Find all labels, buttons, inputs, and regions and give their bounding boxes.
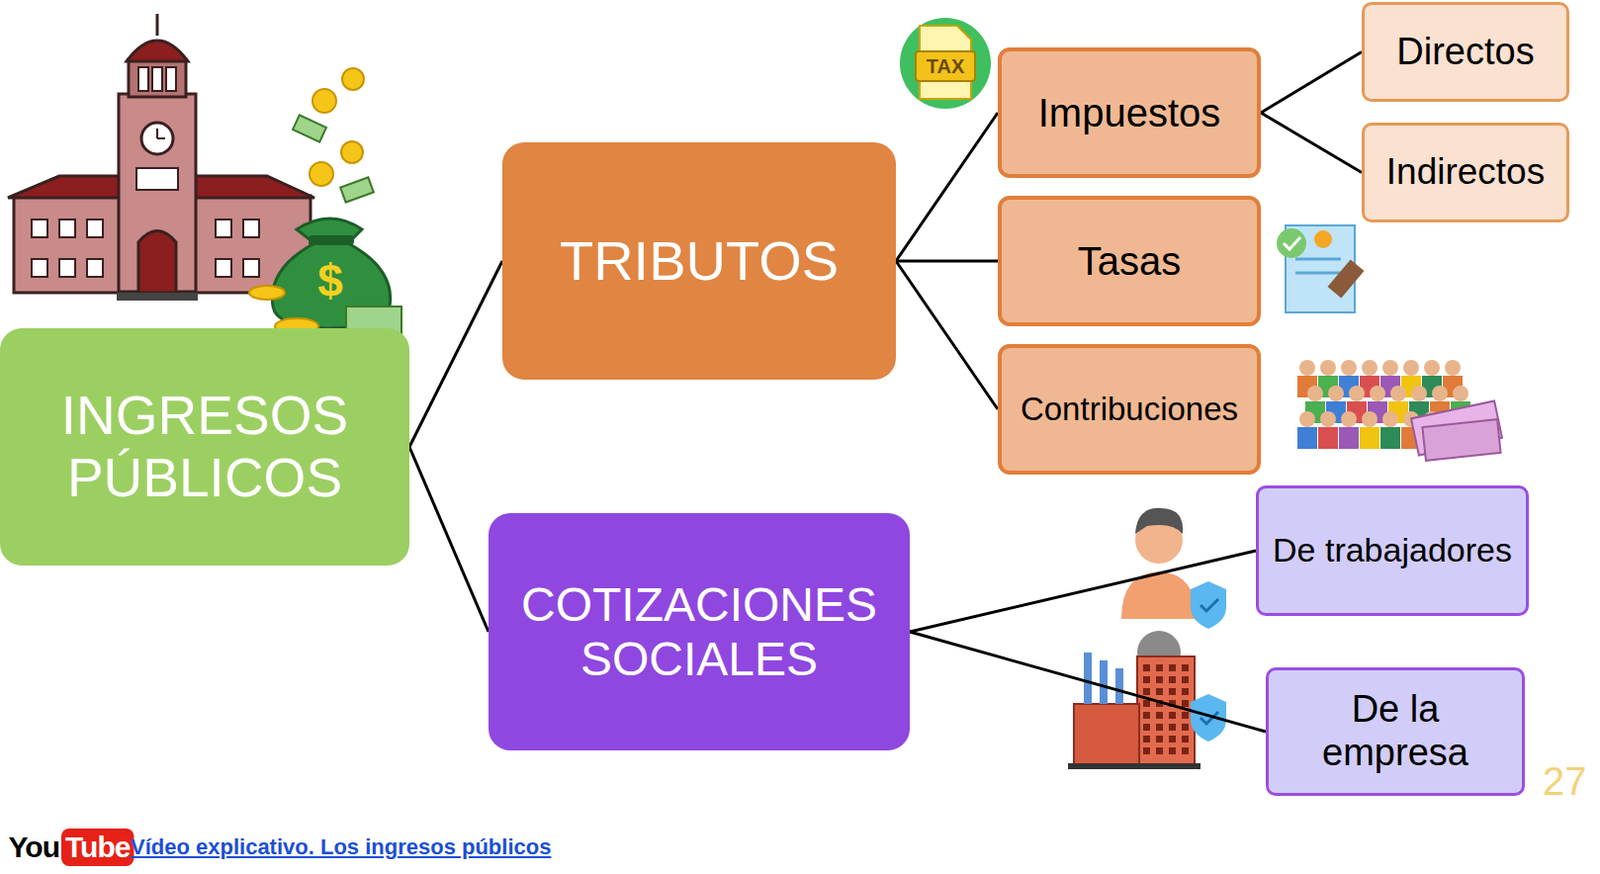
category-box: TRIBUTOS [502,142,896,380]
document-stamp-icon [1276,225,1364,313]
page-number: 27 [1542,759,1588,804]
leaf-box: De trabajadores [1255,485,1529,617]
node-text: Impuestos [1038,89,1222,136]
connector-line [1260,52,1362,114]
youtube-logo-box [61,828,134,867]
town-hall-icon [7,13,315,301]
crowd-banknotes-icon [1297,359,1503,461]
node-text: Directos [1396,30,1534,75]
leaf-box: Indirectos [1361,122,1570,223]
connector-line [1260,112,1362,174]
sub-box: Impuestos [997,47,1261,178]
youtube-you: You [8,830,60,865]
category-box: COTIZACIONES SOCIALES [488,513,910,751]
tax-icon [899,17,991,109]
node-text: De la empresa [1296,688,1495,775]
node-text: De trabajadores [1272,531,1512,570]
node-text: INGRESOS PÚBLICOS [0,384,410,511]
connector-line [909,631,1266,732]
node-text: Tasas [1077,238,1182,284]
sub-box: Tasas [997,195,1261,327]
node-text: TRIBUTOS [559,229,839,293]
connector-line [409,261,503,447]
youtube-tube: Tube [65,830,130,865]
connector-line [909,550,1256,632]
connector-line [895,112,998,262]
node-text: COTIZACIONES SOCIALES [488,577,910,687]
connector-line [895,260,998,264]
money-symbol: $ [317,254,344,308]
connector-line [409,446,489,632]
money-bag-icon [249,68,402,335]
video-link: Vídeo explicativo. Los ingresos públicos [130,834,551,861]
leaf-box: De la empresa [1265,667,1525,797]
sub-box: Contribuciones [997,344,1261,475]
leaf-box: Directos [1361,1,1570,102]
node-text: Contribuciones [1020,390,1239,429]
tax-label: TAX [926,55,966,79]
node-text: Indirectos [1386,151,1545,194]
factory-icon [1067,630,1227,770]
connector-line [895,261,998,410]
main-box: INGRESOS PÚBLICOS [0,328,410,566]
